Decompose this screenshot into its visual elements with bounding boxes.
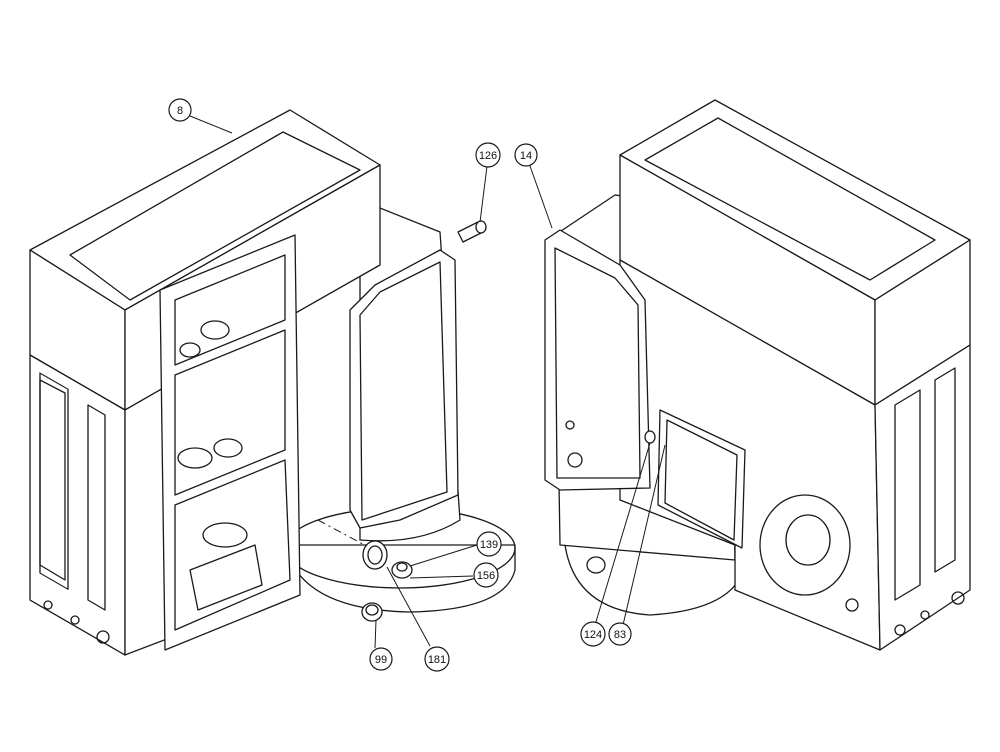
cover-hole-2: [567, 452, 583, 468]
callout-126-label: 126: [479, 150, 497, 162]
left-cover-inner: [359, 261, 448, 521]
leader-8: [189, 115, 233, 134]
leader-124: [594, 442, 651, 626]
bore-3: [177, 447, 213, 469]
right-front-slot-a: [894, 389, 921, 601]
callout-14-label: 14: [520, 150, 532, 162]
callout-124-label: 124: [584, 629, 602, 641]
frame-bay-3: [174, 459, 291, 631]
callout-181: 181: [424, 646, 450, 672]
callout-181-label: 181: [428, 654, 446, 666]
leader-14: [529, 165, 553, 229]
callout-8-label: 8: [177, 105, 183, 117]
fitting-181: [362, 540, 388, 570]
fitting-99: [361, 602, 383, 622]
right-front-hole-1: [894, 624, 906, 636]
right-front-slot-b: [934, 367, 956, 573]
leader-126: [479, 165, 488, 223]
right-cover-inner: [554, 247, 641, 479]
right-base-bolt: [586, 556, 606, 574]
leader-lines: [189, 115, 666, 649]
callout-83-label: 83: [614, 629, 626, 641]
screw-124: [644, 430, 656, 444]
left-front-hole-3: [96, 630, 110, 644]
right-tank-opening: [644, 117, 936, 281]
left-tank-opening: [69, 131, 361, 301]
left-front-hole-1: [43, 600, 53, 610]
screw-126: [457, 220, 487, 243]
electrical-plate-inner: [664, 419, 738, 541]
callout-156: 156: [473, 562, 499, 588]
left-axis-dash: [317, 519, 371, 549]
frame-bay-1: [174, 254, 286, 366]
callout-156-label: 156: [477, 570, 495, 582]
right-flange-bore: [785, 514, 831, 566]
left-cover-plate: [349, 249, 459, 529]
callout-139: 139: [476, 531, 502, 557]
left-front-slot-a: [39, 379, 66, 581]
leader-156: [409, 575, 474, 579]
bore-4: [213, 438, 243, 458]
frame-bay-2: [174, 329, 286, 496]
right-flange: [759, 494, 851, 596]
callout-99-label: 99: [375, 654, 387, 666]
leader-181: [386, 566, 431, 647]
callout-8: 8: [168, 98, 192, 122]
right-housing: [544, 99, 971, 651]
right-body-front: [874, 344, 971, 651]
callout-139-label: 139: [480, 539, 498, 551]
leader-139: [409, 544, 478, 567]
leader-99: [374, 619, 377, 649]
bore-1: [200, 320, 230, 340]
fitting-139-156: [391, 561, 413, 579]
callout-14: 14: [514, 143, 538, 167]
right-cover-plate: [544, 229, 651, 491]
callout-99: 99: [369, 647, 393, 671]
left-housing: [29, 109, 516, 656]
right-front-hole-2: [920, 610, 930, 620]
bore-5: [202, 522, 248, 548]
leader-83: [622, 444, 666, 626]
callout-124: 124: [580, 621, 606, 647]
callout-83: 83: [608, 622, 632, 646]
cover-hole-1: [565, 420, 575, 430]
callout-126: 126: [475, 142, 501, 168]
bore-2: [179, 342, 201, 358]
left-front-hole-2: [70, 615, 80, 625]
left-front-slot-b: [87, 404, 106, 611]
right-front-hole-3: [951, 591, 965, 605]
bracket: [189, 544, 263, 611]
right-side-hole: [845, 598, 859, 612]
